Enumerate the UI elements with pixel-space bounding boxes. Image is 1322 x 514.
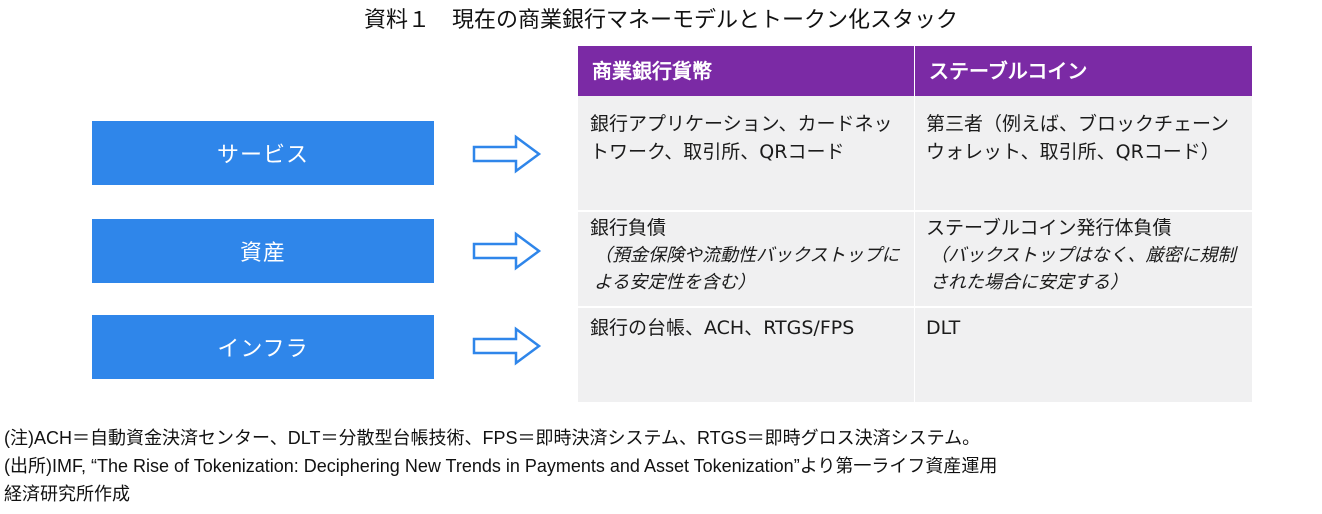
right-arrow-icon <box>472 231 542 271</box>
cell-infra-bank: 銀行の台帳、ACH、RTGS/FPS <box>590 317 855 339</box>
cell-assets-bank: 銀行負債 （預金保険や流動性バックストップによる安定性を含む） <box>590 214 908 296</box>
row-divider <box>578 306 1252 308</box>
cell-infra-stablecoin: DLT <box>926 317 961 339</box>
source-line-continued: 経済研究所作成 <box>4 484 130 504</box>
layer-box-infrastructure: インフラ <box>92 315 434 379</box>
right-arrow-icon <box>472 326 542 366</box>
row-divider <box>578 210 1252 212</box>
source-line: (出所)IMF, “The Rise of Tokenization: Deci… <box>4 456 998 476</box>
right-arrow-icon <box>472 134 542 174</box>
cell-services-stablecoin: 第三者（例えば、ブロックチェーンウォレット、取引所、QRコード） <box>926 113 1230 163</box>
cell-assets-stablecoin-main: ステーブルコイン発行体負債 <box>926 217 1172 239</box>
column-header-stablecoin: ステーブルコイン <box>915 46 1252 96</box>
cell-assets-stablecoin: ステーブルコイン発行体負債 （バックストップはなく、厳密に規制された場合に安定す… <box>926 214 1248 296</box>
layer-box-services: サービス <box>92 121 434 185</box>
layer-box-assets: 資産 <box>92 219 434 283</box>
page-title: 資料１ 現在の商業銀行マネーモデルとトークン化スタック <box>363 8 958 33</box>
cell-assets-bank-note: （預金保険や流動性バックストップによる安定性を含む） <box>594 245 900 293</box>
footnotes: (注)ACH＝自動資金決済センター、DLT＝分散型台帳技術、FPS＝即時決済シス… <box>4 424 1318 508</box>
column-header-bank-money: 商業銀行貨幣 <box>578 46 914 96</box>
cell-assets-bank-main: 銀行負債 <box>590 217 667 239</box>
cell-services-bank: 銀行アプリケーション、カードネットワーク、取引所、QRコード <box>590 113 893 163</box>
cell-assets-stablecoin-note: （バックストップはなく、厳密に規制された場合に安定する） <box>930 245 1236 293</box>
column-divider <box>914 46 915 402</box>
note-line: (注)ACH＝自動資金決済センター、DLT＝分散型台帳技術、FPS＝即時決済シス… <box>4 428 981 448</box>
comparison-table: 商業銀行貨幣 ステーブルコイン 銀行アプリケーション、カードネットワーク、取引所… <box>578 46 1252 402</box>
